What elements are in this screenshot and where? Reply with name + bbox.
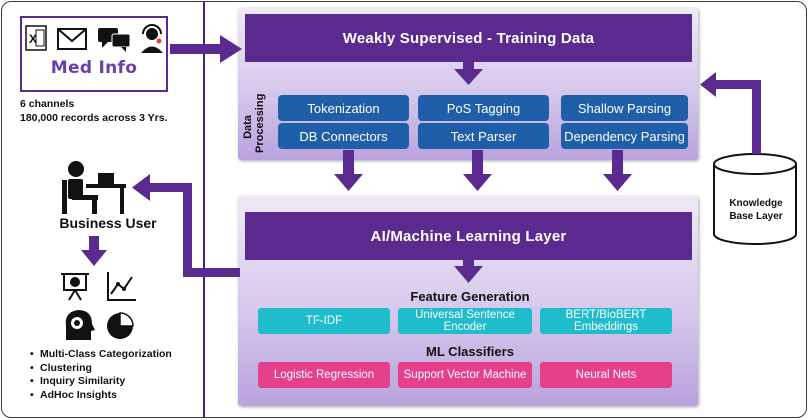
business-outputs-list: Multi-Class Categorization Clustering In… xyxy=(28,348,200,402)
ml-layer-banner: AI/Machine Learning Layer xyxy=(245,212,692,260)
feature-generation-title: Feature Generation xyxy=(410,289,530,304)
step-pos-tagging: PoS Tagging xyxy=(418,95,549,121)
knowledge-base-label-line2: Base Layer xyxy=(729,211,783,222)
output-item: Clustering xyxy=(30,362,200,376)
data-processing-label-line2: Processing xyxy=(254,93,266,153)
gear-head-icon xyxy=(65,310,95,340)
chat-icon xyxy=(98,28,131,52)
feature-universal-sentence-encoder: Universal Sentence Encoder xyxy=(398,308,532,334)
med-info-brand: Med Info xyxy=(50,58,138,78)
channel-icons: X xyxy=(25,24,163,53)
business-user-label: Business User xyxy=(59,215,157,231)
section-divider xyxy=(203,2,205,417)
knowledge-base-cylinder xyxy=(713,153,797,245)
output-item: Multi-Class Categorization xyxy=(30,348,200,362)
business-user-icon xyxy=(62,161,126,214)
data-processing-label-line1: Data xyxy=(242,115,254,139)
output-item: AdHoc Insights xyxy=(30,389,200,403)
presentation-icon xyxy=(61,273,89,301)
line-chart-icon xyxy=(107,272,136,301)
channels-count: 6 channels xyxy=(20,98,75,110)
pie-chart-icon xyxy=(107,312,134,339)
classifier-neural-nets: Neural Nets xyxy=(540,362,672,388)
classifier-support-vector-machine: Support Vector Machine xyxy=(398,362,532,388)
excel-icon: X xyxy=(25,25,47,51)
svg-text:X: X xyxy=(29,32,37,46)
classifier-logistic-regression: Logistic Regression xyxy=(258,362,390,388)
feature-bert-embeddings: BERT/BioBERT Embeddings xyxy=(540,308,672,334)
step-shallow-parsing: Shallow Parsing xyxy=(561,95,688,121)
knowledge-base-label-line1: Knowledge xyxy=(729,198,783,209)
step-db-connectors: DB Connectors xyxy=(278,123,409,149)
data-processing-label: Data Processing xyxy=(242,93,280,153)
mail-icon xyxy=(57,28,87,50)
insight-icons xyxy=(61,272,136,340)
feature-tfidf: TF-IDF xyxy=(258,308,390,334)
step-tokenization: Tokenization xyxy=(278,95,409,121)
step-dependency-parsing: Dependency Parsing xyxy=(561,123,688,149)
ml-classifiers-title: ML Classifiers xyxy=(426,344,514,359)
output-item: Inquiry Similarity xyxy=(30,375,200,389)
headset-agent-icon xyxy=(141,24,163,53)
records-count: 180,000 records across 3 Yrs. xyxy=(20,112,168,124)
training-data-banner: Weakly Supervised - Training Data xyxy=(245,14,692,62)
step-text-parser: Text Parser xyxy=(418,123,549,149)
knowledge-base-label: Knowledge Base Layer xyxy=(716,197,796,223)
med-info-source-box xyxy=(20,16,168,92)
